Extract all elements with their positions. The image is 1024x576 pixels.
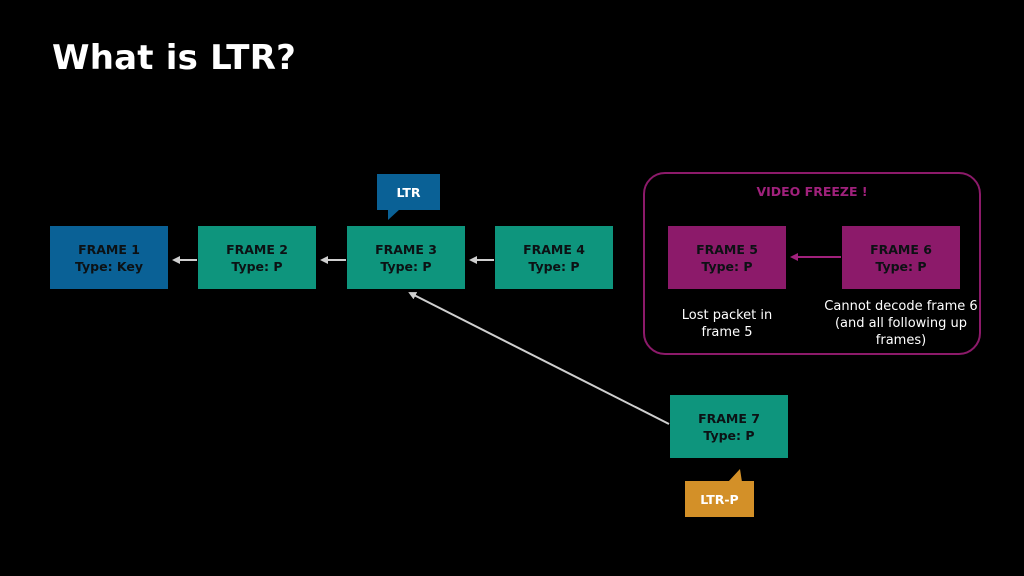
frame-2-type: Type: P bbox=[231, 258, 283, 274]
frame-5-caption: Lost packet in frame 5 bbox=[681, 308, 773, 340]
frame-3-type: Type: P bbox=[380, 258, 432, 274]
frame-7-name: FRAME 7 bbox=[698, 410, 760, 426]
frame-4-type: Type: P bbox=[528, 258, 580, 274]
frame-5-name: FRAME 5 bbox=[696, 241, 758, 257]
frame-6-name: FRAME 6 bbox=[870, 241, 932, 257]
frame-6-box: FRAME 6 Type: P bbox=[842, 226, 960, 289]
frame-5-box: FRAME 5 Type: P bbox=[668, 226, 786, 289]
frame-5-type: Type: P bbox=[701, 258, 753, 274]
frame-1-box: FRAME 1 Type: Key bbox=[50, 226, 168, 289]
frame-7-type: Type: P bbox=[703, 427, 755, 443]
frame-6-type: Type: P bbox=[875, 258, 927, 274]
frame-2-name: FRAME 2 bbox=[226, 241, 288, 257]
frame-3-name: FRAME 3 bbox=[375, 241, 437, 257]
frame-1-type: Type: Key bbox=[74, 258, 144, 274]
ltr-p-badge: LTR-P bbox=[700, 491, 739, 507]
frame-2-box: FRAME 2 Type: P bbox=[198, 226, 316, 289]
frame-4-box: FRAME 4 Type: P bbox=[495, 226, 613, 289]
video-freeze-title: VIDEO FREEZE ! bbox=[756, 184, 868, 199]
frame-7-box: FRAME 7 Type: P bbox=[670, 395, 788, 458]
frame-6-caption: Cannot decode frame 6 (and all following… bbox=[824, 299, 978, 348]
slide-title: What is LTR? bbox=[52, 38, 297, 78]
frame-1-name: FRAME 1 bbox=[78, 241, 140, 257]
frame-3-box: FRAME 3 Type: P bbox=[347, 226, 465, 289]
ltr-badge: LTR bbox=[396, 184, 421, 200]
frame-4-name: FRAME 4 bbox=[523, 241, 585, 257]
arrow-frame7-to-frame3 bbox=[408, 292, 670, 425]
video-freeze-box bbox=[643, 172, 981, 355]
ltr-p-badge-shape bbox=[685, 469, 754, 517]
ltr-badge-shape bbox=[377, 174, 440, 220]
